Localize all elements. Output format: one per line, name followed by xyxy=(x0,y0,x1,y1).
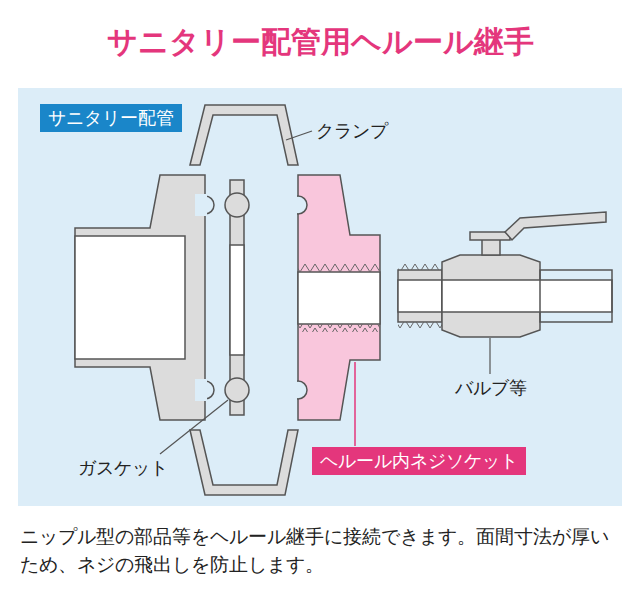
tag-text: サニタリー配管 xyxy=(48,107,174,128)
caption: ニップル型の部品等をヘルール継手に接続できます。面間寸法が厚いため、ネジの飛出し… xyxy=(20,522,624,578)
ferrule xyxy=(75,175,214,420)
part-label: クランプ xyxy=(316,119,388,143)
part-tag: ヘルール内ネジソケット xyxy=(312,447,526,475)
valve xyxy=(398,212,612,337)
title: サニタリー配管用ヘルール継手 xyxy=(0,22,640,63)
category-tag: サニタリー配管 xyxy=(40,104,182,132)
ferrule-socket xyxy=(289,175,380,420)
tag-text: ヘルール内ネジソケット xyxy=(320,450,518,471)
clamp xyxy=(190,105,298,495)
part-label: ガスケット xyxy=(78,456,168,480)
leader-lines xyxy=(160,131,490,454)
leader-line xyxy=(354,362,356,446)
part-label: バルブ等 xyxy=(455,376,527,400)
panel xyxy=(18,88,622,506)
gasket xyxy=(225,180,249,415)
